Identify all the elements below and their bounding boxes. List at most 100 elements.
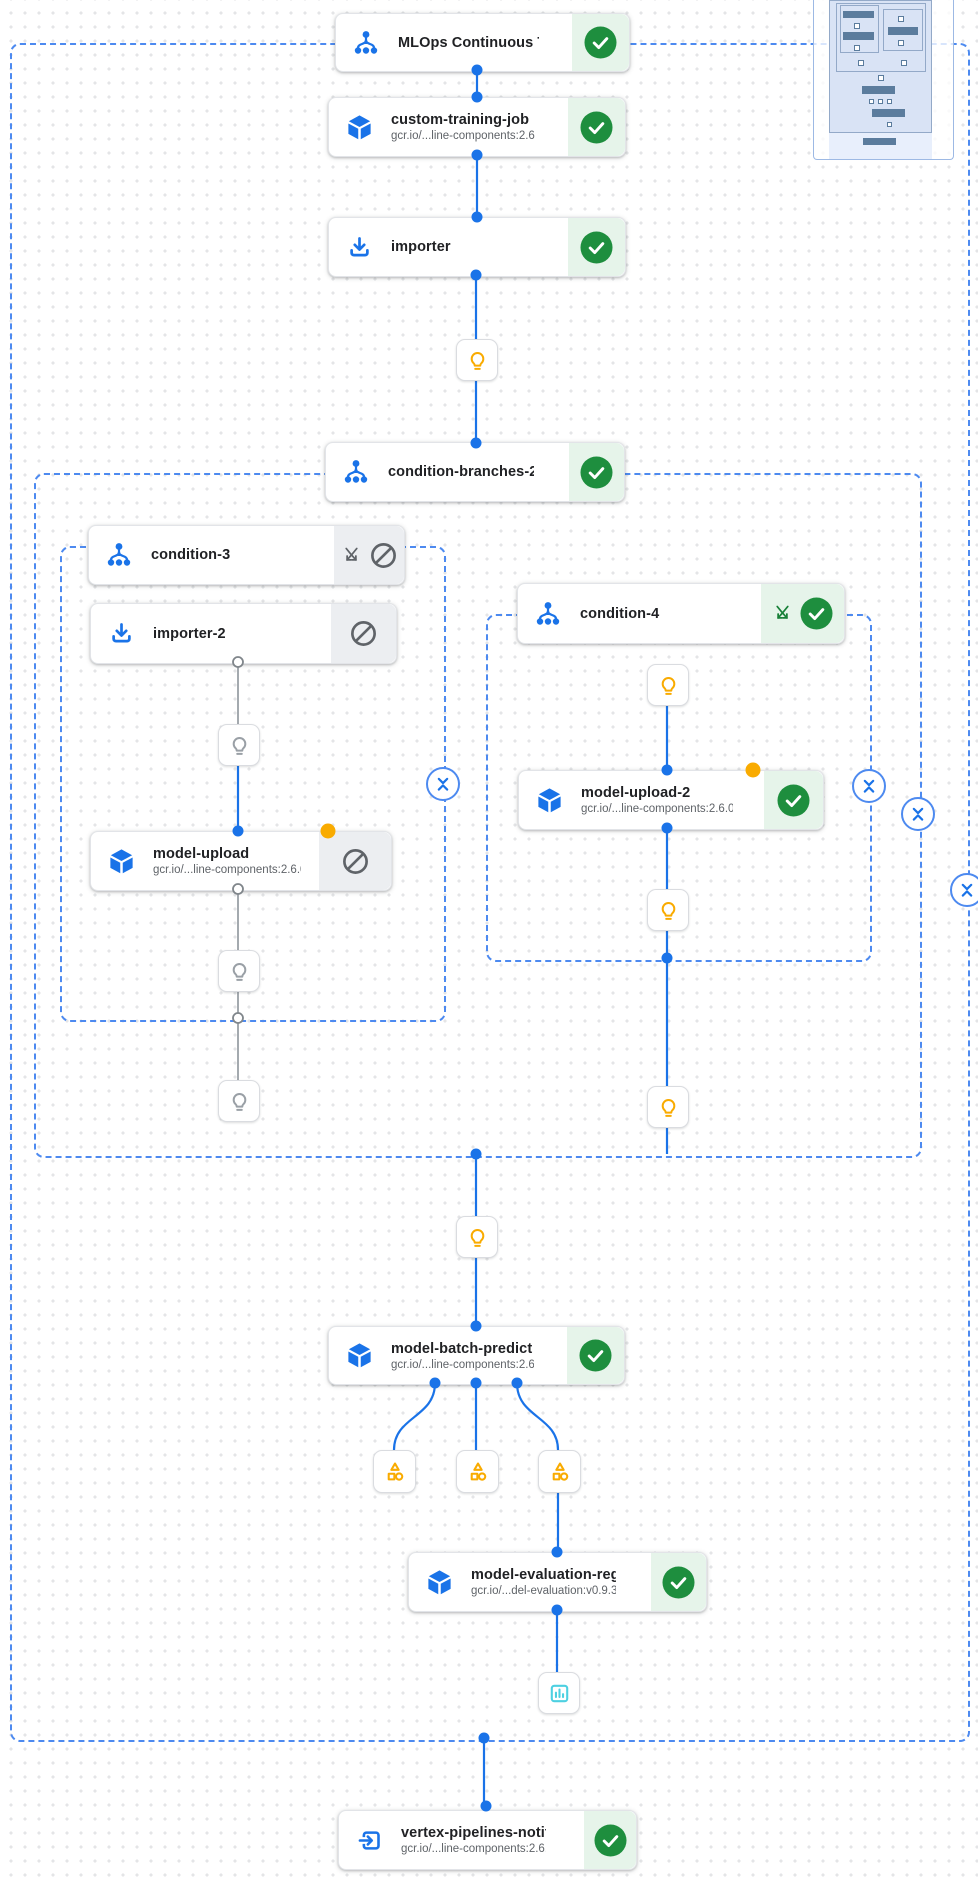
param-node[interactable] [647,889,689,931]
node-title: condition-branches-2 [388,464,534,480]
check-circle-icon [593,1823,627,1857]
check-circle-icon [584,26,617,59]
lightbulb-gray-icon [232,962,246,981]
node-subtitle: gcr.io/...del-evaluation:v0.9.3 [471,1585,616,1597]
slash-circle-icon [370,542,396,568]
node-mlops-continuous-training[interactable]: MLOps Continuous Traini... [335,13,630,72]
status-succeeded [651,1553,706,1611]
node-subtitle: gcr.io/...line-components:2.6.0 [581,803,733,815]
lightbulb-icon [470,1228,484,1247]
artifact-node[interactable] [373,1450,416,1493]
check-circle-icon [580,230,613,264]
node-subtitle: gcr.io/...line-components:2.6.0 [153,864,301,876]
node-model-upload-2[interactable]: model-upload-2 gcr.io/...line-components:… [518,770,824,830]
minimap-condition-box [836,3,926,72]
node-title: model-upload-2 [581,785,691,801]
param-node[interactable] [647,664,689,706]
slash-circle-icon [342,848,368,874]
artifact-node[interactable] [456,1450,499,1493]
lightbulb-gray-icon [232,1092,246,1111]
branch-icon [341,457,371,487]
status-succeeded [761,584,844,643]
node-title: model-evaluation-regres... [471,1567,616,1583]
check-circle-icon [662,1565,695,1599]
minimap-right-branch-box [883,9,923,51]
status-skipped [331,604,396,663]
status-succeeded [572,14,629,71]
dag-minimap[interactable] [813,0,954,160]
collapse-chevrons-icon [863,779,875,793]
node-importer[interactable]: importer [328,217,626,277]
branch-icon [351,28,381,58]
lightbulb-icon [661,676,675,695]
node-title: MLOps Continuous Traini... [398,34,539,51]
slash-circle-icon [351,621,376,646]
node-model-upload[interactable]: model-upload gcr.io/...line-components:2.… [90,831,392,891]
artifact-node[interactable] [538,1450,581,1493]
lightbulb-icon [470,351,484,370]
node-importer-2[interactable]: importer-2 [90,603,397,664]
cube-icon [344,112,374,142]
collapse-condition-branches-2-button[interactable] [901,797,935,831]
node-condition-4[interactable]: condition-4 [517,583,845,644]
param-node[interactable] [456,1216,498,1258]
split-arrows-icon [776,605,789,619]
metrics-artifact-node[interactable] [538,1672,580,1714]
cube-icon [424,1567,454,1597]
branch-icon [533,599,563,629]
status-skipped [334,526,404,584]
lightbulb-gray-icon [232,736,246,755]
node-subtitle: gcr.io/...line-components:2.6.0 [391,1358,534,1371]
node-subtitle: gcr.io/...line-components:2.6.0 [401,1843,546,1855]
status-skipped [319,832,391,890]
node-subtitle: gcr.io/...line-components:2.6.0 [391,130,535,142]
node-condition-3[interactable]: condition-3 [88,525,405,585]
node-title: vertex-pipelines-notificat... [401,1825,546,1841]
lightbulb-icon [661,901,675,920]
cube-icon [534,785,564,815]
status-succeeded [567,1327,624,1384]
param-node-skipped[interactable] [218,950,260,992]
node-title: model-upload [153,846,250,862]
cube-icon [106,846,136,876]
collapse-chevrons-icon [961,883,973,897]
param-node[interactable] [647,1086,689,1128]
status-succeeded [568,218,625,276]
check-circle-icon [580,455,613,489]
check-circle-icon [579,1339,612,1372]
param-node-skipped[interactable] [218,724,260,766]
node-title: importer [391,239,451,255]
status-succeeded [764,771,823,829]
minimap-left-branch-box [840,5,879,53]
collapse-chevrons-icon [912,807,924,821]
download-icon [106,619,136,649]
check-circle-icon [800,597,833,630]
collapse-condition-3-button[interactable] [426,767,460,801]
status-succeeded [569,443,624,501]
node-condition-branches-2[interactable]: condition-branches-2 [325,442,625,502]
collapse-chevrons-icon [437,777,449,791]
node-vertex-pipelines-notification[interactable]: vertex-pipelines-notificat... gcr.io/...l… [338,1810,637,1870]
node-title: importer-2 [153,625,226,642]
status-succeeded [584,1811,636,1869]
param-node[interactable] [456,339,498,381]
metrics-chart-icon [550,1684,568,1702]
collapse-condition-4-button[interactable] [852,769,886,803]
branch-icon [104,540,134,570]
artifact-shapes-icon [470,1462,486,1481]
node-title: model-batch-predict [391,1340,533,1357]
lightbulb-icon [661,1098,675,1117]
param-node-skipped[interactable] [218,1080,260,1122]
node-title: condition-4 [580,605,660,622]
collapse-pipeline-button[interactable] [950,873,978,907]
exit-to-app-icon [354,1825,384,1855]
node-title: condition-3 [151,547,231,563]
split-arrows-icon [344,547,358,561]
status-succeeded [568,98,625,156]
download-icon [344,232,374,262]
node-model-evaluation-regression[interactable]: model-evaluation-regres... gcr.io/...del-… [408,1552,707,1612]
check-circle-icon [777,783,810,817]
